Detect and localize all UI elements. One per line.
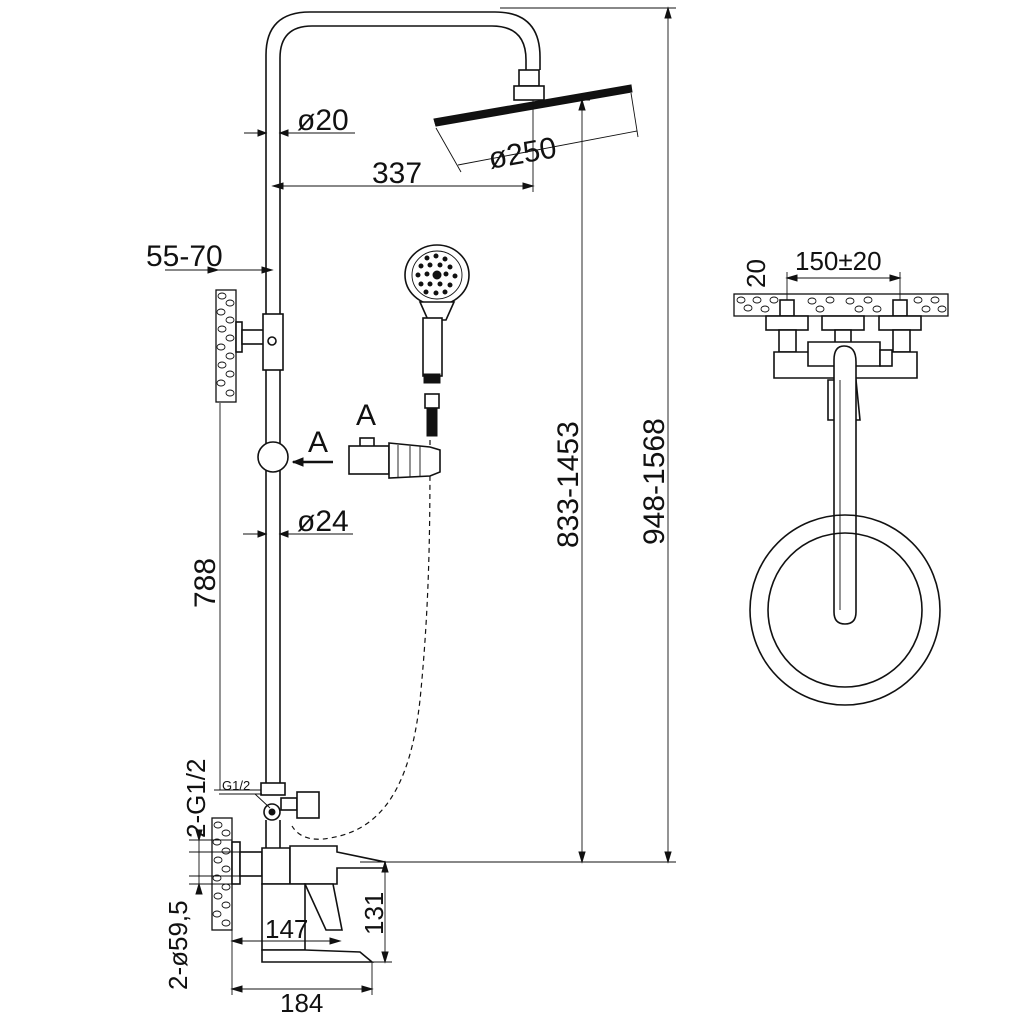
mixer-width-label: 184 <box>280 988 323 1018</box>
flange-diameter-label: 2-ø59,5 <box>163 900 193 990</box>
upper-wall <box>215 289 237 403</box>
total-height-dimension: 948-1568 <box>500 6 676 864</box>
spout-projection-dimension: 147 <box>230 914 342 945</box>
mixer-height-label: 131 <box>359 892 389 935</box>
head-connector-ball <box>513 85 545 101</box>
head-height-label: 833-1453 <box>552 421 585 548</box>
pipe-diameter-label: ø20 <box>297 104 349 137</box>
top-view: 150±20 20 <box>733 246 949 706</box>
spout-projection-label: 147 <box>265 914 308 944</box>
wall-depth-dimension: 20 <box>734 259 771 295</box>
mixer-body <box>231 841 386 963</box>
top-view-mixer <box>765 299 922 421</box>
riser-pipe-outer <box>265 11 541 320</box>
lower-wall <box>211 817 233 931</box>
inlet-spacing-label: 150±20 <box>795 246 882 276</box>
total-height-label: 948-1568 <box>638 418 671 545</box>
inlet-thread-dimension: 2-G1/2 <box>181 759 232 895</box>
section-detail-label: A <box>356 399 376 432</box>
upper-wall-bracket <box>235 313 284 371</box>
pipe-diameter-dimension: ø20 <box>244 104 355 137</box>
inlet-spacing-dimension: 150±20 <box>785 246 902 300</box>
head-height-dimension: 833-1453 <box>385 98 590 864</box>
arm-length-label: 337 <box>372 157 422 190</box>
diverter-assembly: G1/2 <box>219 778 320 848</box>
section-marker-label: A <box>308 426 328 459</box>
slider-knob: A <box>257 426 333 473</box>
flange-diameter-dimension: 2-ø59,5 <box>163 851 240 990</box>
bar-length-label: 788 <box>189 558 222 608</box>
outlet-thread-label: G1/2 <box>222 778 250 793</box>
hand-shower <box>404 244 470 437</box>
shower-hose <box>291 439 431 840</box>
hand-shower-nozzles <box>415 253 458 296</box>
top-view-wall <box>733 293 949 317</box>
inlet-thread-label: 2-G1/2 <box>181 759 211 839</box>
bar-length-dimension: 788 <box>189 403 266 791</box>
shower-column-view: ø250 ø20 337 55-70 <box>146 6 676 1018</box>
slide-bar-diameter-label: ø24 <box>297 505 349 538</box>
top-view-spout <box>833 345 857 625</box>
mixer-height-dimension: 131 <box>359 860 392 964</box>
top-view-shower-head <box>749 514 941 706</box>
wall-depth-label: 20 <box>741 259 771 288</box>
slide-bar-diameter-dimension: ø24 <box>243 505 353 538</box>
riser-pipe-inner <box>279 25 527 320</box>
slider-section-detail: A <box>348 399 441 479</box>
mixer-width-dimension: 184 <box>230 930 374 1018</box>
arm-length-dimension: 337 <box>271 100 535 192</box>
head-connector-nut <box>518 69 540 87</box>
head-diameter-label: ø250 <box>486 131 559 175</box>
wall-clearance-label: 55-70 <box>146 240 223 273</box>
wall-clearance-dimension: 55-70 <box>146 240 274 274</box>
